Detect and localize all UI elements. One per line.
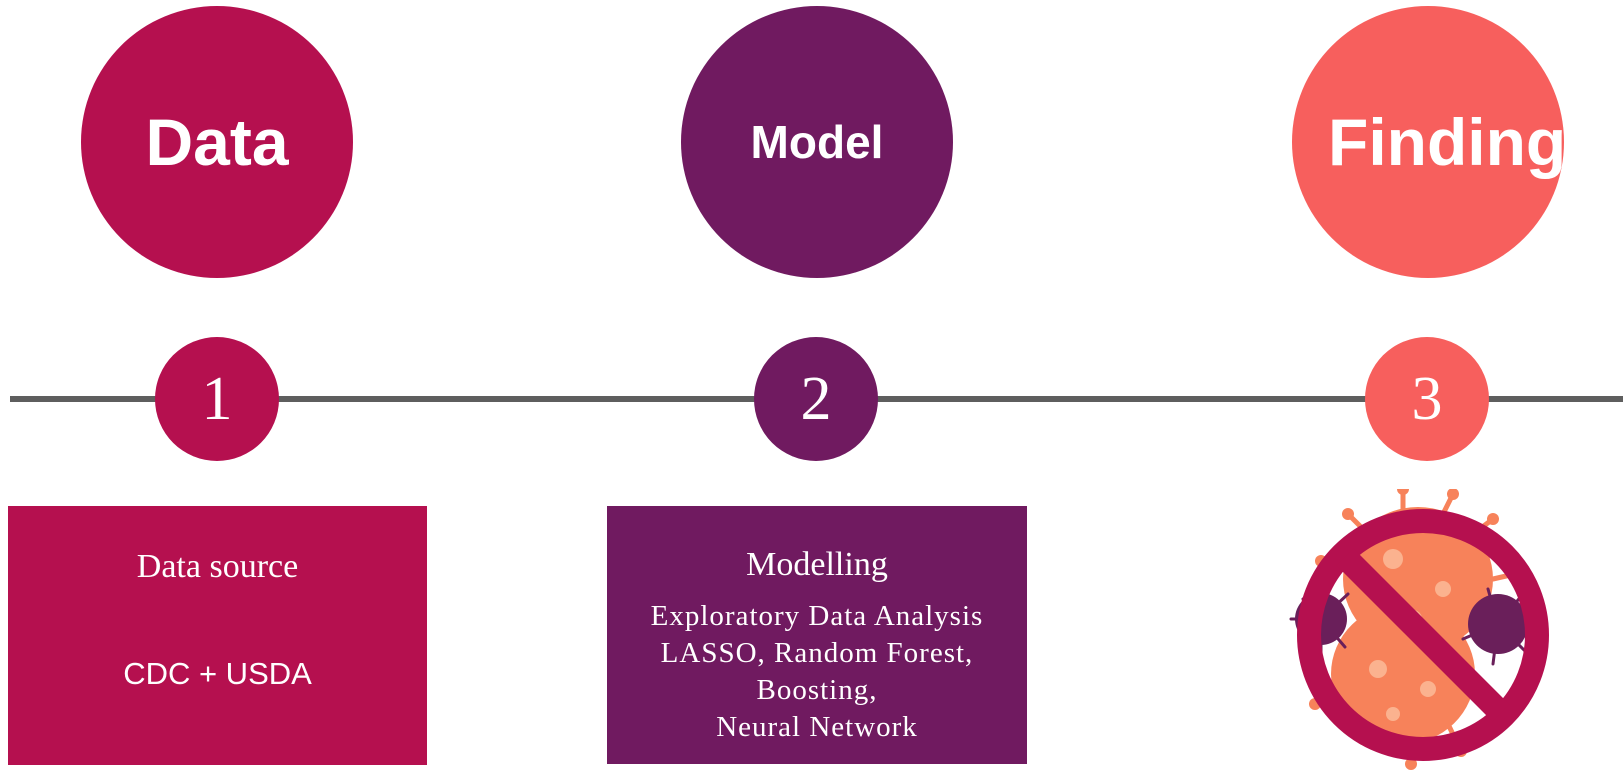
stage-findings-circle: Findings [1292,6,1603,278]
stage-model-circle: Model [681,6,953,278]
stage-findings-title: Findings [1328,105,1603,179]
step-2-marker: 2 [754,337,878,461]
no-virus-icon [1289,489,1549,770]
modelling-line: Neural Network [716,711,918,743]
stage-data-circle: Data [81,6,353,278]
stage-model-title: Model [750,116,884,168]
modelling-heading: Modelling [746,546,888,583]
data-source-box: Data source CDC + USDA [8,506,427,765]
step-2-number: 2 [800,364,832,433]
data-source-text: CDC + USDA [123,656,312,691]
modelling-methods: Exploratory Data Analysis LASSO, Random … [607,598,1027,746]
modelling-line: LASSO, Random Forest, [660,637,974,669]
step-3-number: 3 [1411,364,1443,433]
step-1-number: 1 [201,364,233,433]
modelling-line: Exploratory Data Analysis [650,600,984,632]
modelling-line: Boosting, [756,674,878,706]
data-source-heading: Data source [136,548,299,585]
step-1-marker: 1 [155,337,279,461]
step-3-marker: 3 [1365,337,1489,461]
modelling-box: Modelling Exploratory Data Analysis LASS… [607,506,1027,764]
stage-data-title: Data [145,105,289,179]
